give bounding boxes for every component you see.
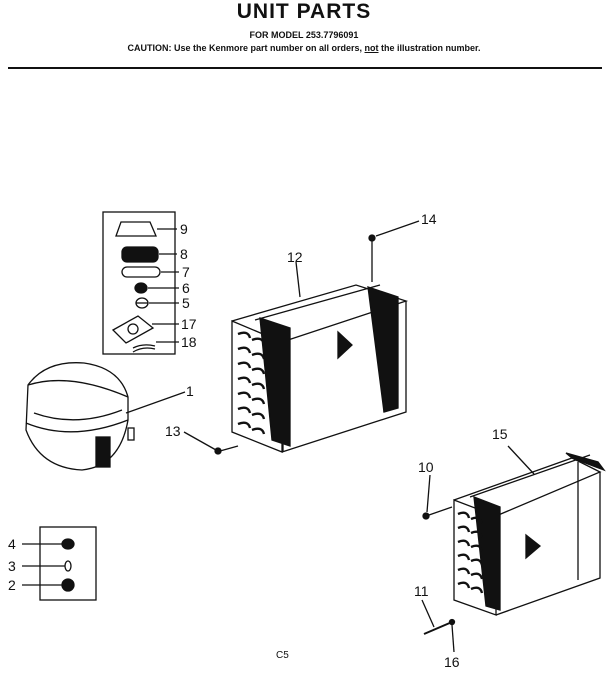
compressor-top-seam — [27, 379, 129, 398]
grommet-kit-box — [39, 526, 97, 601]
leader-12 — [295, 261, 301, 298]
part-17-hub — [127, 323, 139, 335]
part-2-shape — [61, 578, 75, 592]
part-6-shape — [134, 282, 148, 294]
valve-kit-group — [102, 211, 179, 355]
condenser-tubes — [237, 331, 266, 435]
caution-suffix: the illustration number. — [381, 43, 481, 53]
compressor-fitting — [127, 427, 135, 441]
callout-2: 2 — [8, 577, 16, 593]
compressor-waist — [25, 419, 129, 433]
callout-11: 11 — [414, 583, 429, 599]
part-9-shape — [115, 221, 157, 237]
compressor-band — [33, 409, 123, 421]
compressor — [25, 362, 186, 471]
callout-1: 1 — [186, 383, 194, 399]
callout-8: 8 — [180, 246, 188, 262]
part-16-head — [448, 618, 456, 626]
callout-3: 3 — [8, 558, 16, 574]
grommet-kit-group — [22, 526, 97, 601]
callout-17: 17 — [181, 316, 197, 332]
evaporator-band-left — [473, 496, 501, 611]
part-17-shape — [111, 315, 155, 344]
condenser-coil — [231, 261, 409, 453]
leader-13 — [183, 431, 217, 451]
page-title: UNIT PARTS — [236, 0, 372, 23]
condenser-side-face — [281, 301, 407, 453]
part-13-shank — [219, 445, 239, 452]
leader-10 — [426, 474, 431, 513]
leader-11 — [421, 599, 435, 628]
condenser-band-left — [259, 317, 291, 447]
condenser-band-right — [367, 286, 399, 413]
part-10-head — [422, 512, 430, 520]
evaporator-side-face — [495, 472, 601, 616]
callout-16: 16 — [444, 654, 460, 670]
condenser-arrow — [337, 330, 353, 360]
screw-16 — [448, 618, 456, 653]
leader-16 — [451, 624, 455, 653]
part-14-head — [368, 234, 376, 242]
part-4-shape — [61, 538, 75, 550]
model-number: FOR MODEL 253.7796091 — [249, 30, 359, 40]
screw-13 — [183, 431, 239, 455]
part-10-shank — [428, 506, 453, 516]
callout-4: 4 — [8, 536, 16, 552]
evaporator-frame-lines — [469, 454, 591, 580]
leader-15 — [507, 445, 535, 475]
valve-kit-box — [102, 211, 176, 355]
header-rule — [8, 67, 602, 69]
evaporator-arrow — [525, 533, 542, 560]
callout-12: 12 — [287, 249, 303, 265]
screw-14 — [368, 220, 420, 282]
part-8-shape — [121, 246, 159, 263]
callout-6: 6 — [182, 280, 190, 296]
evaporator-top-face — [453, 457, 602, 517]
leader-1 — [125, 391, 186, 414]
screw-10 — [422, 474, 453, 520]
callout-18: 18 — [181, 334, 197, 350]
part-18-shape — [132, 344, 156, 353]
compressor-body — [25, 362, 129, 471]
caution-note: CAUTION: Use the Kenmore part number on … — [0, 43, 608, 53]
callout-10: 10 — [418, 459, 434, 475]
caution-prefix: CAUTION: Use the Kenmore part number on … — [127, 43, 362, 53]
evaporator-tubes — [457, 511, 484, 594]
part-7-shape — [121, 266, 161, 278]
callout-13: 13 — [165, 423, 181, 439]
page-code: C5 — [276, 650, 289, 661]
rod-11 — [421, 599, 453, 635]
callout-9: 9 — [180, 221, 188, 237]
leader-14 — [375, 220, 420, 237]
part-11-rod — [423, 621, 453, 635]
callout-14: 14 — [421, 211, 437, 227]
evaporator-coil — [453, 445, 606, 616]
callout-5: 5 — [182, 295, 190, 311]
callout-7: 7 — [182, 264, 190, 280]
compressor-terminal-box — [95, 436, 111, 468]
callout-15: 15 — [492, 426, 508, 442]
evaporator-top-bracket — [565, 452, 606, 472]
part-3-shape — [64, 560, 72, 572]
caution-not: not — [364, 43, 379, 53]
